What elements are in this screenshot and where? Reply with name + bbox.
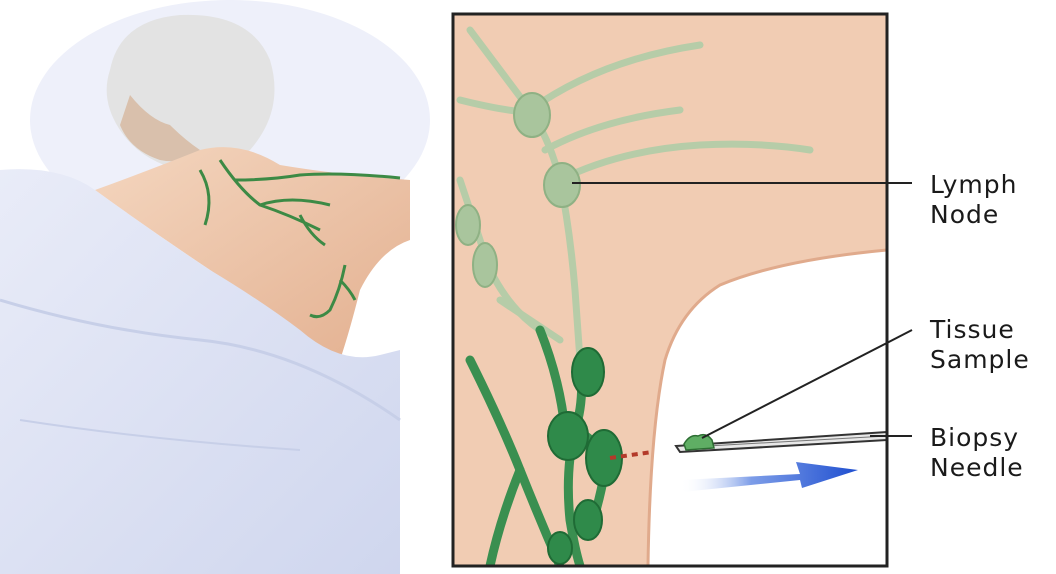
label-tissue-sample-line1: Tissue bbox=[930, 315, 1030, 345]
label-biopsy-needle-line2: Needle bbox=[930, 453, 1024, 483]
label-lymph-node-line2: Node bbox=[930, 200, 1018, 230]
label-lymph-node: Lymph Node bbox=[930, 170, 1018, 230]
lymph-node-labeled bbox=[544, 163, 580, 207]
label-biopsy-needle-line1: Biopsy bbox=[930, 423, 1024, 453]
lymph-node-biopsy-target bbox=[586, 430, 622, 486]
patient-illustration bbox=[0, 0, 430, 574]
label-lymph-node-line1: Lymph bbox=[930, 170, 1018, 200]
lymph-node-upper bbox=[514, 93, 550, 137]
label-tissue-sample-line2: Sample bbox=[930, 345, 1030, 375]
lymph-node-dark-1 bbox=[572, 348, 604, 396]
magnified-panel bbox=[453, 14, 887, 566]
lymph-node-dark-2 bbox=[548, 412, 588, 460]
lymph-node-left-1 bbox=[456, 205, 480, 245]
label-tissue-sample: Tissue Sample bbox=[930, 315, 1030, 375]
lymph-node-dark-3 bbox=[574, 500, 602, 540]
lymph-node-left-2 bbox=[473, 243, 497, 287]
label-biopsy-needle: Biopsy Needle bbox=[930, 423, 1024, 483]
lymph-node-dark-4 bbox=[548, 532, 572, 564]
